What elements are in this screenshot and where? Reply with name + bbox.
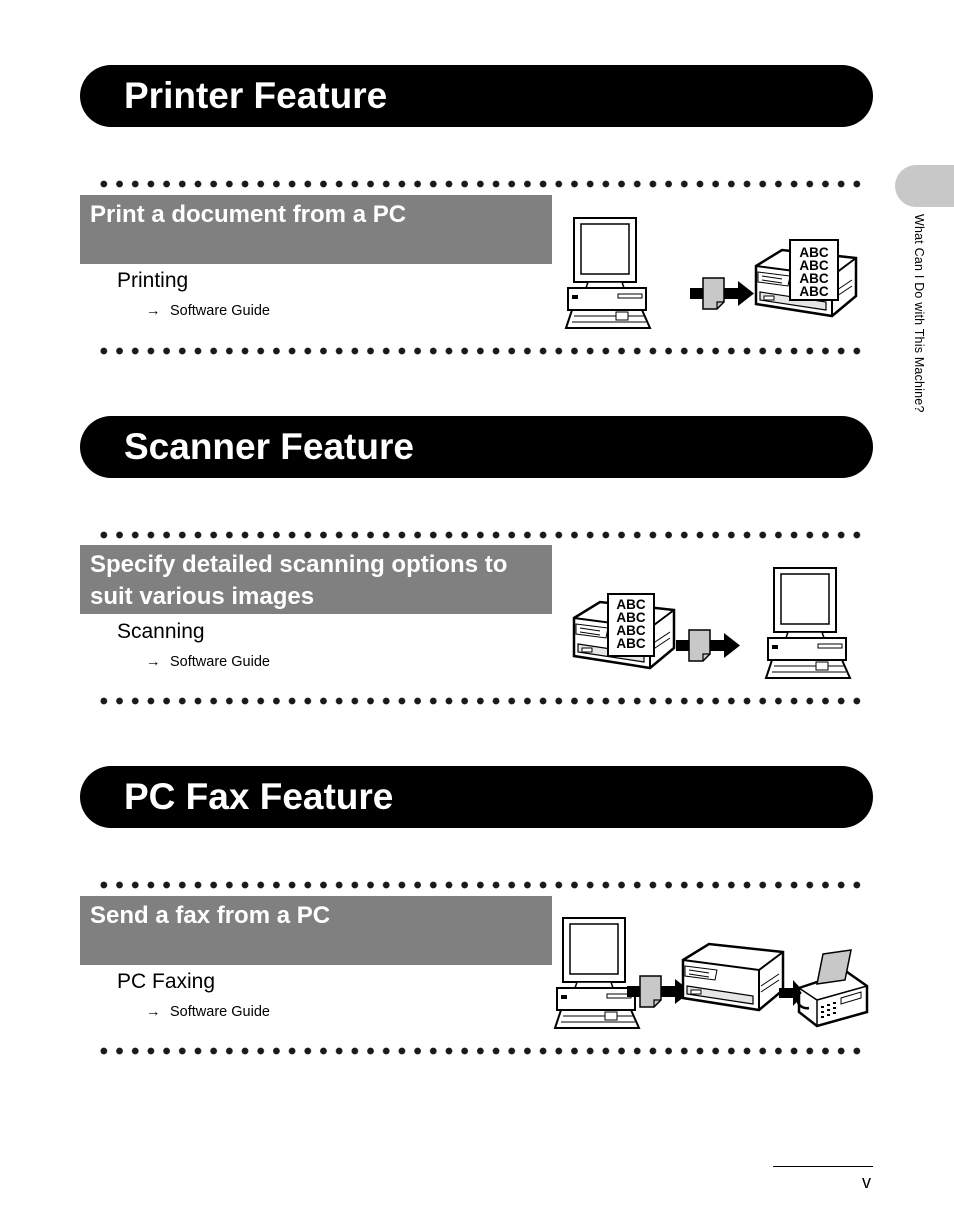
sample-text: ABC	[616, 610, 645, 625]
banner-title: PC Fax Feature	[124, 776, 394, 817]
sample-text: ABC	[616, 597, 645, 612]
dotted-divider	[96, 531, 864, 539]
fax-subheading: Send a fax from a PC	[80, 896, 552, 965]
reference-text: Software Guide	[170, 303, 270, 319]
arrow-icon: →	[146, 1004, 161, 1020]
banner-title: Scanner Feature	[124, 426, 414, 467]
chapter-tab-label: What Can I Do with This Machine?	[912, 214, 926, 413]
function-name: Printing	[117, 269, 189, 292]
computer-icon	[554, 917, 640, 1029]
reference-text: Software Guide	[170, 1004, 270, 1020]
sample-text: ABC	[799, 271, 828, 286]
page-number: v	[862, 1172, 871, 1192]
dotted-divider	[96, 347, 864, 355]
arrow-icon: →	[146, 303, 161, 319]
scanning-illustration: ABC ABC ABC ABC	[572, 567, 851, 679]
dotted-divider	[96, 180, 864, 188]
dotted-divider	[96, 1047, 864, 1055]
printing-illustration: ABC ABC ABC ABC	[565, 217, 858, 329]
footer-rule	[773, 1166, 873, 1167]
printer-feature-banner: Printer Feature	[80, 65, 873, 127]
chapter-tab	[895, 165, 954, 207]
reference-text: Software Guide	[170, 654, 270, 670]
reference-link[interactable]: → Software Guide	[146, 653, 270, 671]
print-subheading: Print a document from a PC	[80, 195, 552, 264]
function-name: Scanning	[117, 620, 205, 643]
sample-text: ABC	[799, 284, 828, 299]
dotted-divider	[96, 697, 864, 705]
fax-machine-icon	[796, 948, 869, 1028]
reference-link[interactable]: → Software Guide	[146, 302, 270, 320]
computer-icon	[765, 567, 851, 679]
arrow-icon: →	[146, 654, 161, 670]
sample-text: ABC	[799, 245, 828, 260]
pc-faxing-illustration	[554, 917, 869, 1029]
scanner-feature-banner: Scanner Feature	[80, 416, 873, 478]
data-arrow-icon	[626, 975, 692, 1008]
scan-subheading: Specify detailed scanning options to sui…	[80, 545, 552, 614]
subheading-title: Send a fax from a PC	[90, 902, 331, 929]
function-name: PC Faxing	[117, 970, 216, 993]
reference-link[interactable]: → Software Guide	[146, 1003, 270, 1021]
data-arrow-icon	[689, 277, 755, 310]
data-arrow-icon	[675, 629, 741, 662]
pc-fax-feature-banner: PC Fax Feature	[80, 766, 873, 828]
banner-title: Printer Feature	[124, 75, 388, 116]
computer-icon	[565, 217, 651, 329]
subheading-title: Specify detailed scanning options to sui…	[90, 551, 508, 610]
printer-icon	[681, 942, 785, 1012]
sample-text: ABC	[799, 258, 828, 273]
document-sheet: ABC ABC ABC ABC	[607, 593, 655, 657]
document-sheet: ABC ABC ABC ABC	[789, 239, 839, 301]
subheading-title: Print a document from a PC	[90, 201, 407, 228]
sample-text: ABC	[616, 623, 645, 638]
dotted-divider	[96, 881, 864, 889]
sample-text: ABC	[616, 636, 645, 651]
